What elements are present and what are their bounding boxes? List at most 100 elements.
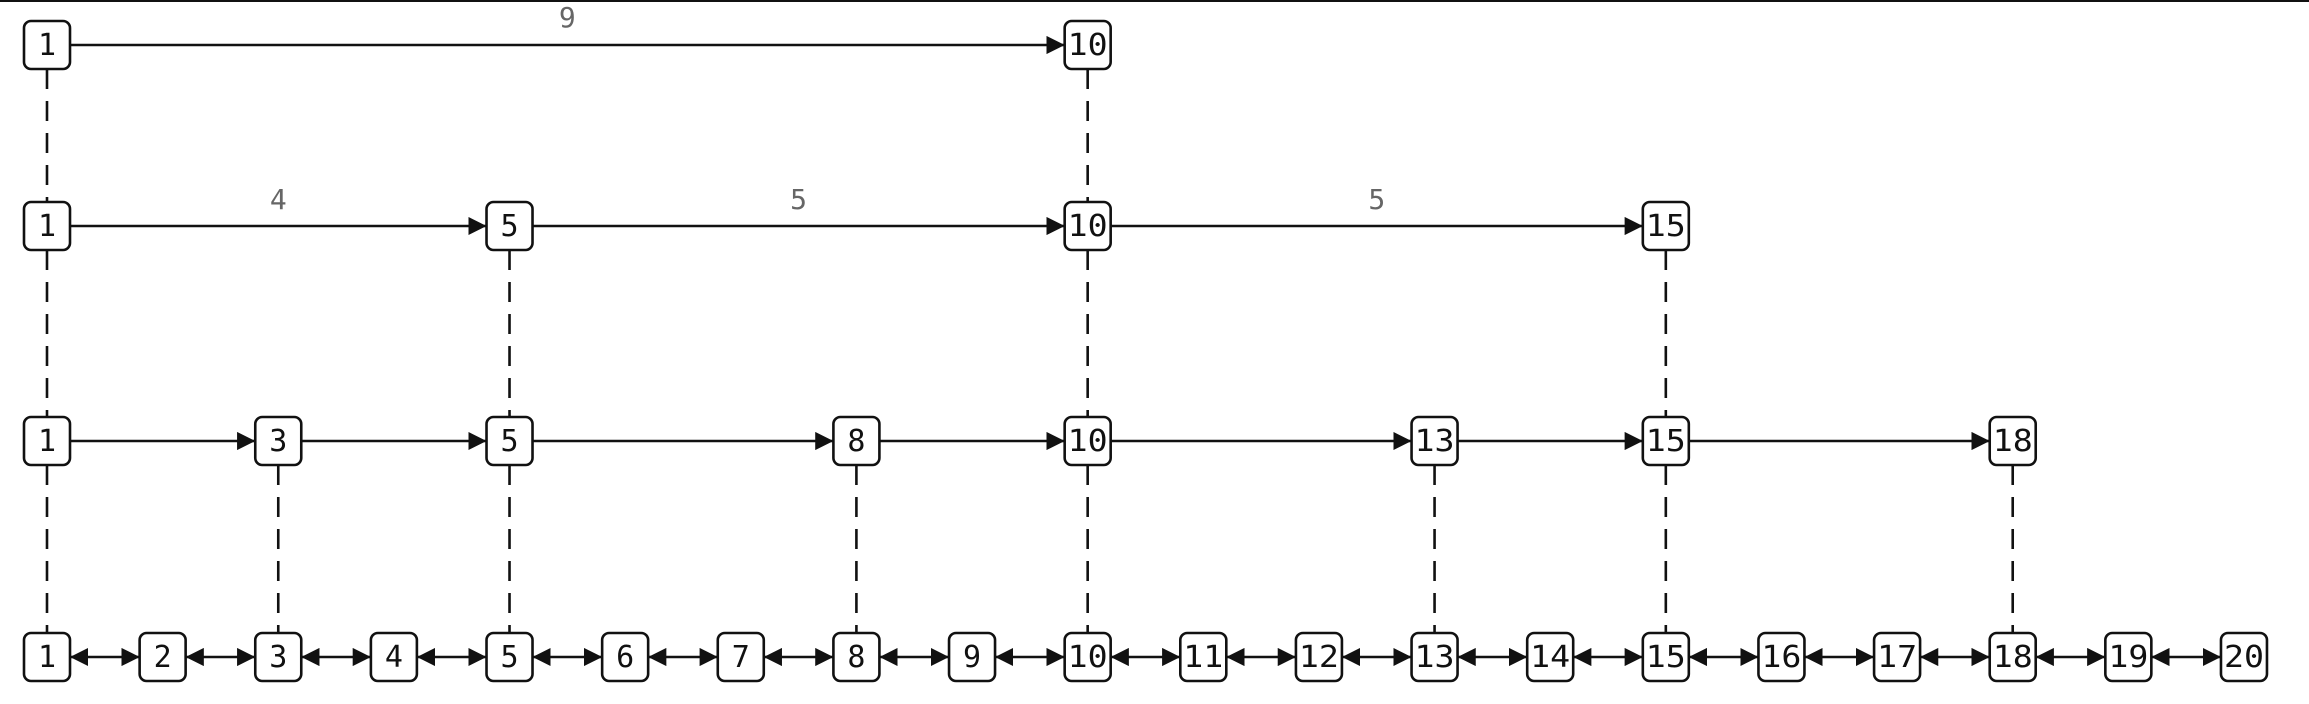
node-level2-5: 5 xyxy=(485,200,534,252)
node-level4-8: 8 xyxy=(832,631,881,683)
node-box xyxy=(1641,415,1691,467)
node-box xyxy=(832,415,881,467)
node-value: 1 xyxy=(38,424,56,459)
node-value: 14 xyxy=(1530,640,1570,675)
node-level4-4: 4 xyxy=(369,631,419,683)
node-value: 5 xyxy=(500,640,518,675)
node-value: 15 xyxy=(1646,209,1686,244)
node-value: 10 xyxy=(1068,209,1108,244)
node-level4-9: 9 xyxy=(947,631,997,683)
node-box xyxy=(1063,415,1112,467)
edge-span-label: 5 xyxy=(1368,183,1385,216)
node-level4-19: 19 xyxy=(2104,631,2153,683)
node-box xyxy=(947,631,997,683)
node-level4-3: 3 xyxy=(253,631,303,683)
node-value: 6 xyxy=(616,640,634,675)
node-value: 8 xyxy=(847,424,865,459)
node-box xyxy=(1294,631,1344,683)
node-level4-10: 10 xyxy=(1063,631,1112,683)
node-value: 18 xyxy=(1993,640,2033,675)
node-value: 15 xyxy=(1646,640,1686,675)
node-value: 17 xyxy=(1877,640,1917,675)
node-level3-3: 3 xyxy=(253,415,303,467)
node-value: 1 xyxy=(38,28,56,63)
node-box xyxy=(1988,631,2038,683)
node-level3-1: 1 xyxy=(22,415,72,467)
node-value: 3 xyxy=(269,424,287,459)
node-box xyxy=(1063,631,1112,683)
node-box xyxy=(22,415,72,467)
node-value: 10 xyxy=(1068,424,1108,459)
node-box xyxy=(1641,200,1691,252)
node-box xyxy=(485,415,534,467)
node-box xyxy=(1757,631,1806,683)
node-level4-6: 6 xyxy=(600,631,650,683)
node-box xyxy=(1410,415,1459,467)
node-level3-10: 10 xyxy=(1063,415,1112,467)
node-level4-18: 18 xyxy=(1988,631,2038,683)
node-box xyxy=(1063,19,1112,71)
node-level4-20: 20 xyxy=(2219,631,2269,683)
node-level3-13: 13 xyxy=(1410,415,1459,467)
node-box xyxy=(369,631,419,683)
node-box xyxy=(716,631,766,683)
node-level3-18: 18 xyxy=(1988,415,2038,467)
node-level4-11: 11 xyxy=(1179,631,1228,683)
node-level4-14: 14 xyxy=(1525,631,1575,683)
node-box xyxy=(1410,631,1459,683)
node-level3-8: 8 xyxy=(832,415,881,467)
edge-span-label: 4 xyxy=(270,183,287,216)
node-level3-15: 15 xyxy=(1641,415,1691,467)
node-level4-1: 1 xyxy=(22,631,72,683)
node-value: 5 xyxy=(500,209,518,244)
node-value: 8 xyxy=(847,640,865,675)
node-value: 3 xyxy=(269,640,287,675)
node-box xyxy=(485,631,534,683)
node-value: 16 xyxy=(1761,640,1801,675)
node-level2-1: 1 xyxy=(22,200,72,252)
node-level4-16: 16 xyxy=(1757,631,1806,683)
node-box xyxy=(2104,631,2153,683)
node-value: 15 xyxy=(1646,424,1686,459)
node-box xyxy=(253,415,303,467)
node-level4-2: 2 xyxy=(138,631,187,683)
node-box xyxy=(1525,631,1575,683)
node-value: 20 xyxy=(2224,640,2264,675)
node-box xyxy=(1179,631,1228,683)
node-box xyxy=(1872,631,1922,683)
node-value: 4 xyxy=(385,640,403,675)
node-value: 10 xyxy=(1068,640,1108,675)
node-box xyxy=(600,631,650,683)
node-value: 2 xyxy=(154,640,172,675)
node-value: 13 xyxy=(1415,424,1455,459)
edge-span-label: 9 xyxy=(559,1,576,34)
node-value: 18 xyxy=(1993,424,2033,459)
node-level4-7: 7 xyxy=(716,631,766,683)
node-value: 10 xyxy=(1068,28,1108,63)
node-value: 11 xyxy=(1183,640,1223,675)
node-box xyxy=(22,19,72,71)
node-value: 7 xyxy=(732,640,750,675)
node-box xyxy=(22,200,72,252)
edge-span-label: 5 xyxy=(790,183,807,216)
node-box xyxy=(253,631,303,683)
node-level1-1: 1 xyxy=(22,19,72,71)
node-value: 9 xyxy=(963,640,981,675)
node-level4-15: 15 xyxy=(1641,631,1691,683)
node-value: 13 xyxy=(1415,640,1455,675)
node-box xyxy=(1988,415,2038,467)
top-border xyxy=(0,0,2309,2)
node-level1-10: 10 xyxy=(1063,19,1112,71)
node-box xyxy=(138,631,187,683)
node-box xyxy=(485,200,534,252)
node-value: 1 xyxy=(38,209,56,244)
node-level4-5: 5 xyxy=(485,631,534,683)
node-box xyxy=(1063,200,1112,252)
node-level4-17: 17 xyxy=(1872,631,1922,683)
node-level4-12: 12 xyxy=(1294,631,1344,683)
node-level4-13: 13 xyxy=(1410,631,1459,683)
node-value: 12 xyxy=(1299,640,1339,675)
node-level3-5: 5 xyxy=(485,415,534,467)
